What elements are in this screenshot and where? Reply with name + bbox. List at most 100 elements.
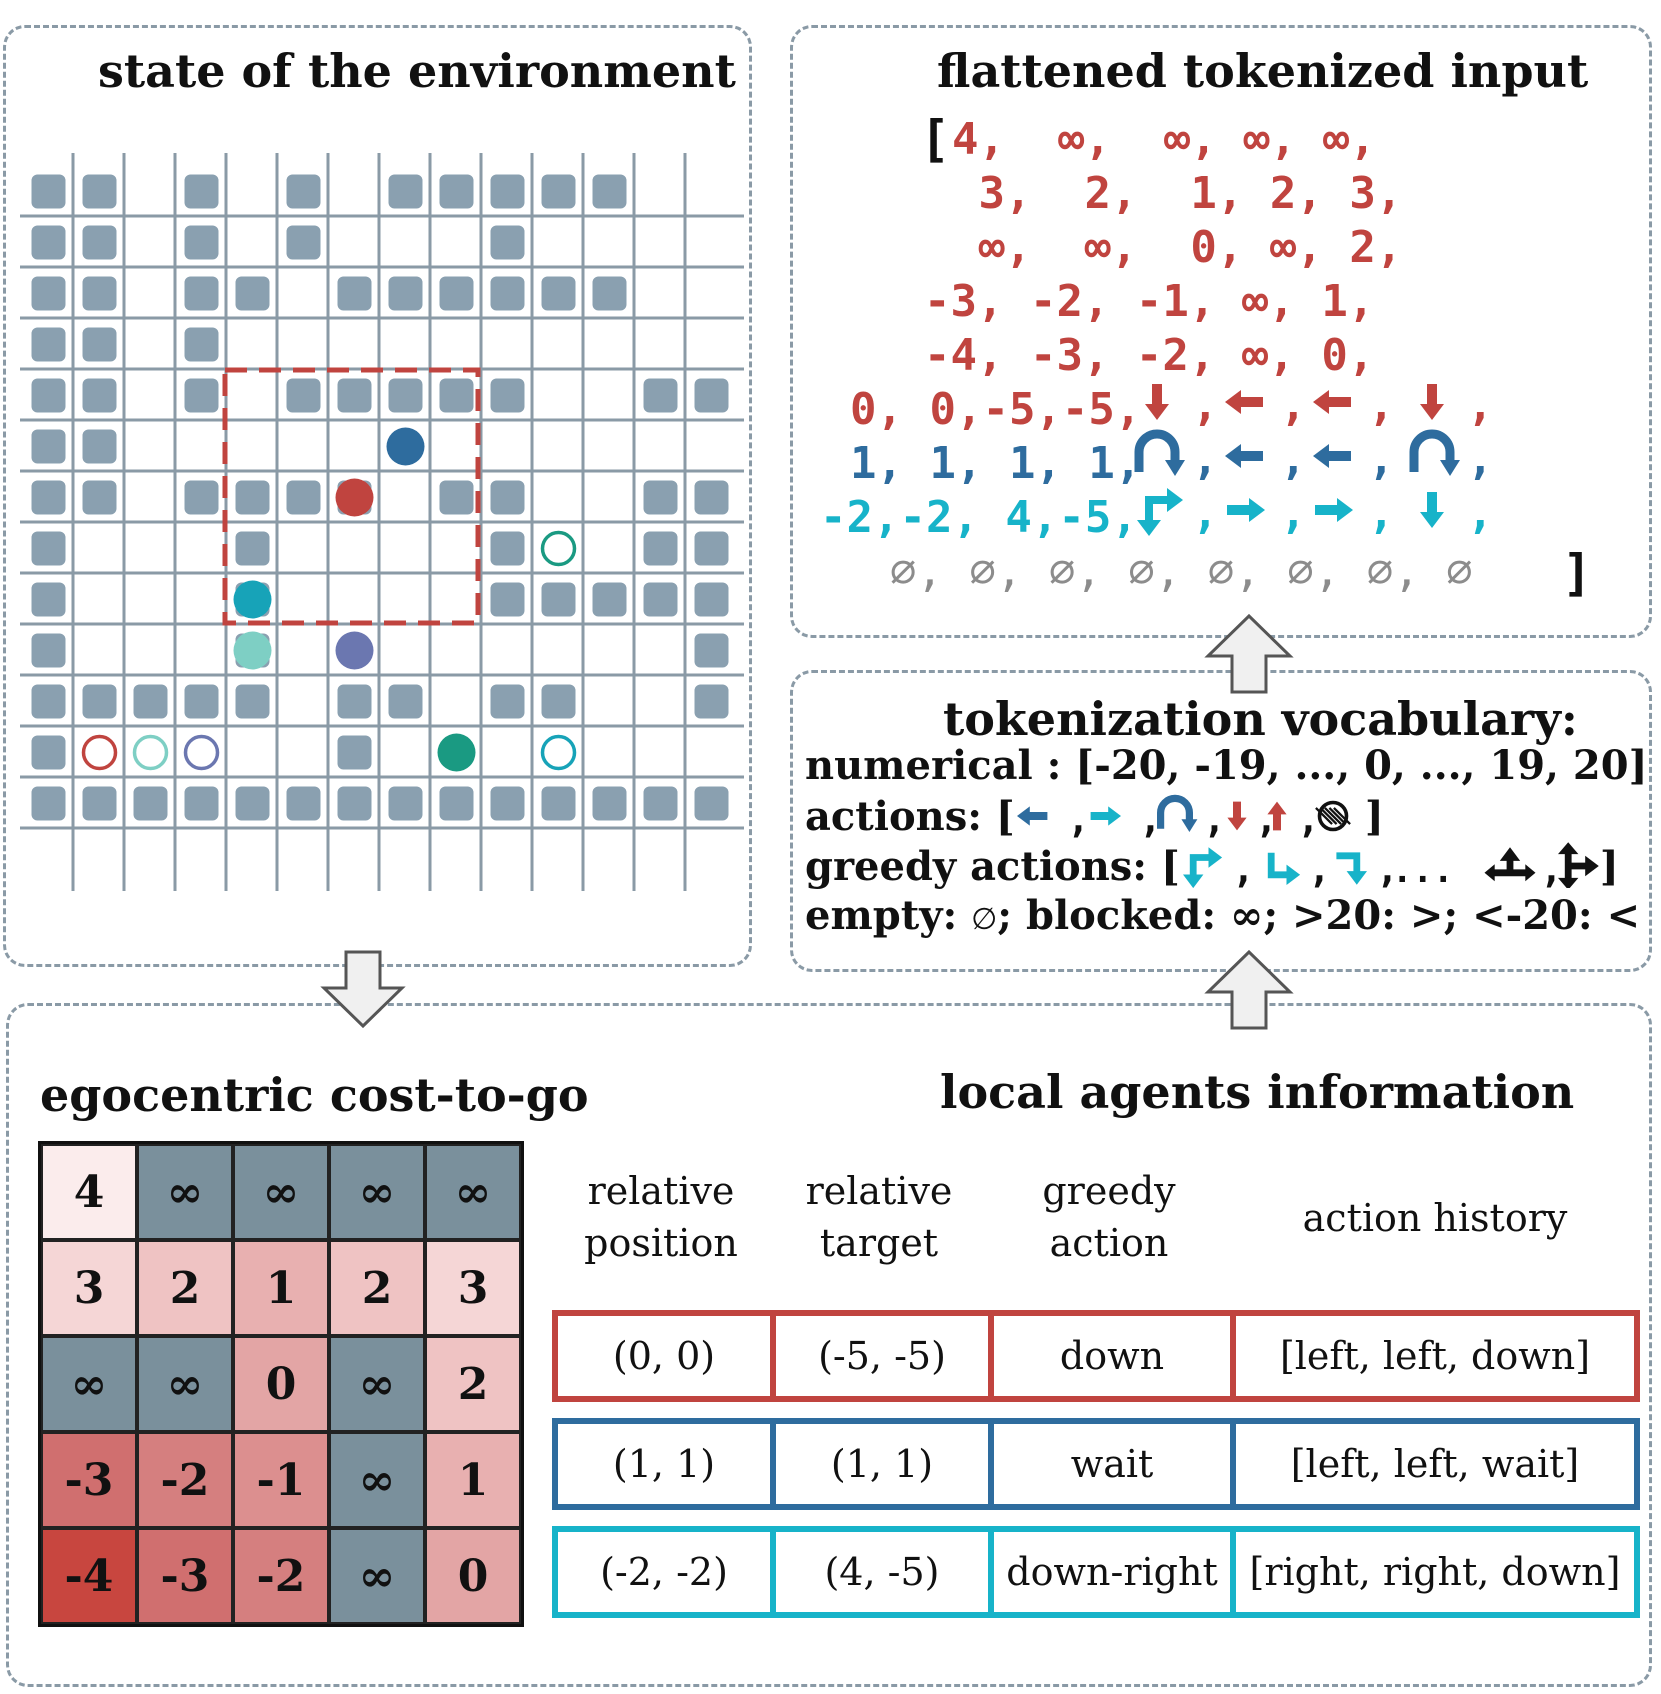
obstacle-cell (82, 276, 117, 311)
vocab-comma: , (1540, 847, 1563, 888)
cost-cell: ∞ (137, 1144, 233, 1240)
agent-token-row-2-nums: -2,-2, 4,-5, (820, 492, 1138, 543)
cost-token-row-3: -3, -2, -1, ∞, 1, (924, 276, 1375, 327)
obstacle-cell (592, 174, 627, 209)
greedy-head (1346, 871, 1367, 885)
target-ring (540, 530, 577, 567)
obstacle-cell (694, 378, 729, 413)
cost-cell: 1 (425, 1432, 521, 1528)
empty-token-row: ∅, ∅, ∅, ∅, ∅, ∅, ∅, ∅ (890, 546, 1473, 597)
agent-row-2-history: [right, right, down] (1249, 1550, 1621, 1594)
obstacle-cell (643, 480, 678, 515)
cost-cell: ∞ (425, 1144, 521, 1240)
obstacle-cell (184, 480, 219, 515)
vocab-empty: empty: ∅; blocked: ∞; >20: >; <-20: < (805, 892, 1640, 939)
obstacle-cell (286, 225, 321, 260)
obstacle-cell (337, 786, 372, 821)
obstacle-cell (184, 684, 219, 719)
obstacle-cell (439, 480, 474, 515)
obstacle-cell (388, 378, 423, 413)
obstacle-cell (337, 684, 372, 719)
cost-cell: 2 (329, 1240, 425, 1336)
obstacle-cell (31, 786, 66, 821)
cost-cell: 1 (233, 1240, 329, 1336)
obstacle-cell (439, 378, 474, 413)
left-arrow-icon (1225, 444, 1263, 468)
vocab-comma: , (1139, 797, 1162, 838)
wait-icon-head (1181, 819, 1198, 832)
wait-icon-head (1440, 460, 1460, 476)
costtogo-title: egocentric cost-to-go (40, 1068, 589, 1122)
obstacle-cell (643, 582, 678, 617)
obstacle-cell (31, 429, 66, 464)
obstacle-cell (31, 378, 66, 413)
obstacle-cell (490, 582, 525, 617)
obstacle-cell (286, 480, 321, 515)
left-arrow-icon (1313, 390, 1351, 414)
cost-cell: 2 (425, 1336, 521, 1432)
obstacle-cell (184, 225, 219, 260)
obstacle-cell (694, 633, 729, 668)
obstacle-cell (31, 735, 66, 770)
token-comma: , (1368, 434, 1395, 485)
vocab-empty-symbol: ∅ (971, 902, 998, 937)
observation-window (222, 367, 481, 626)
obstacle-cell (490, 480, 525, 515)
token-comma: , (1280, 434, 1307, 485)
greedy-left-down-icon (1336, 852, 1361, 875)
vocab-numerical: numerical : [-20, -19, ..., 0, ..., 19, … (805, 742, 1648, 789)
obstacle-cell (82, 786, 117, 821)
cost-cell: -2 (137, 1432, 233, 1528)
obstacle-cell (541, 174, 576, 209)
vocab-actions: actions: [,,,,,] (805, 792, 1384, 841)
arrow-up-vocab (1204, 613, 1294, 694)
wait-icon-head (1165, 460, 1185, 476)
obstacle-cell (133, 786, 168, 821)
vocab-comma: , (1297, 797, 1320, 838)
left-arrow-icon (1016, 806, 1048, 826)
cost-cell: -3 (137, 1528, 233, 1624)
vocab-comma: , (1308, 847, 1331, 888)
up-arrow-icon (1267, 801, 1287, 831)
flattened-title: flattened tokenized input (937, 44, 1589, 98)
header-relative-target: relative target (805, 1169, 953, 1265)
obstacle-cell (235, 276, 270, 311)
agent-row-1-target: (1, 1) (776, 1424, 994, 1504)
obstacle-cell (286, 378, 321, 413)
agent-dot (335, 478, 374, 517)
cost-cell: 3 (425, 1240, 521, 1336)
obstacle-cell (133, 684, 168, 719)
obstacle-cell (439, 786, 474, 821)
vocab-rest: ; blocked: ∞; >20: >; <-20: < (997, 892, 1641, 939)
vocab-greedy-label: greedy actions: [ (805, 843, 1180, 890)
cost-token-row-2: ∞, ∞, 0, ∞, 2, (952, 222, 1403, 273)
obstacle-cell (490, 378, 525, 413)
obstacle-cell (184, 276, 219, 311)
obstacle-cell (490, 276, 525, 311)
down-arrow-icon (1227, 801, 1247, 831)
obstacle-cell (235, 531, 270, 566)
greedy-head (1557, 842, 1579, 855)
obstacle-cell (235, 480, 270, 515)
obstacle-cell (490, 531, 525, 566)
prohibited-icon (1317, 800, 1349, 832)
greedy-head (1525, 864, 1536, 882)
greedy-right-down-icon (1267, 852, 1289, 879)
obstacle-cell (235, 786, 270, 821)
greedy-head (1286, 864, 1301, 885)
greedy-down-right-icon (1189, 854, 1211, 877)
greedy-head (1585, 855, 1599, 877)
prohibited-hatch (1332, 807, 1351, 825)
obstacle-cell (694, 480, 729, 515)
cost-cell: -3 (41, 1432, 137, 1528)
obstacle-cell (82, 684, 117, 719)
vocab-actions-close: ] (1364, 793, 1384, 840)
obstacle-cell (82, 174, 117, 209)
vocab-comma: , (1255, 797, 1278, 838)
vocab-greedy-ellipsis: ... (1392, 851, 1453, 888)
cost-cell: ∞ (329, 1144, 425, 1240)
vocab-greedy: greedy actions: [,,,,...] (805, 842, 1619, 891)
agent-row-0: (0, 0) (-5, -5) down [left, left, down] (552, 1310, 1640, 1402)
cost-cell: 4 (41, 1144, 137, 1240)
target-ring (540, 734, 577, 771)
